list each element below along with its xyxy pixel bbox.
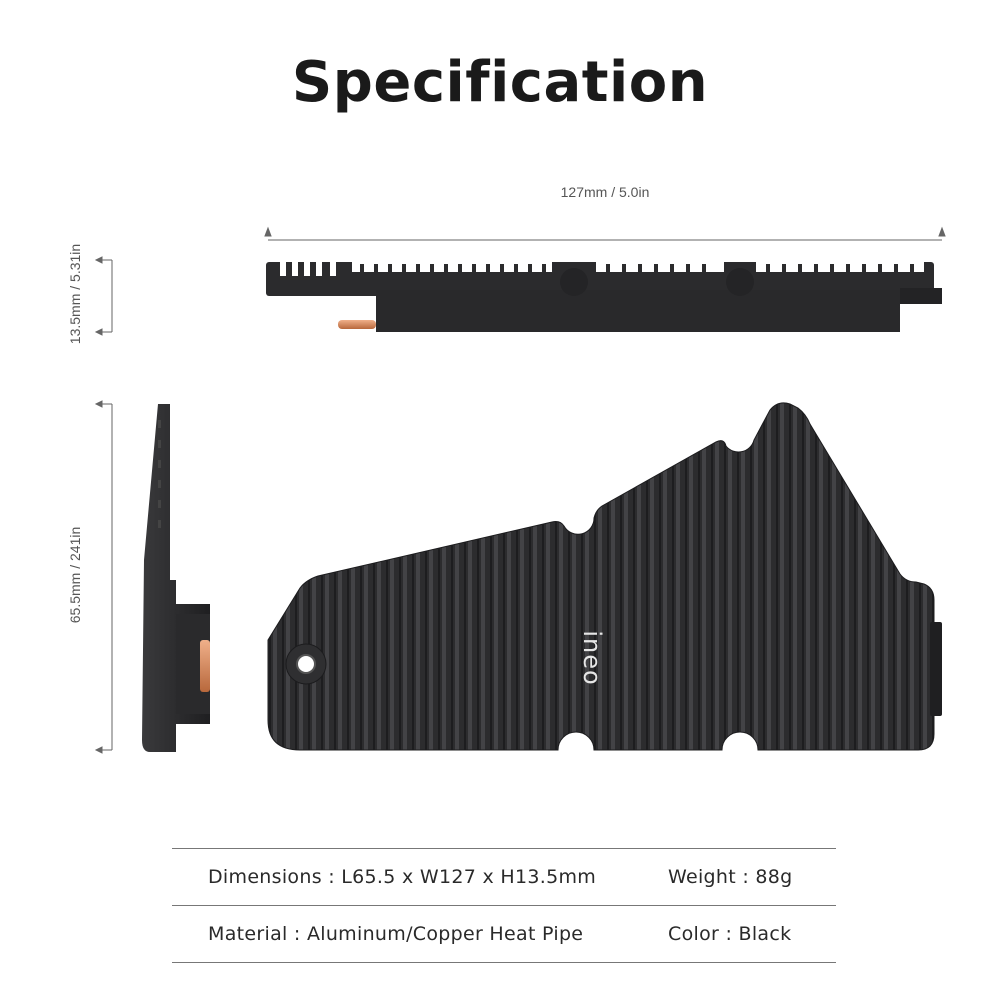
heatsink-edge-profile xyxy=(142,404,210,752)
dimensions-spec: Dimensions : L65.5 x W127 x H13.5mm xyxy=(208,866,597,888)
weight-spec: Weight : 88g xyxy=(668,866,793,888)
width-dimension-line xyxy=(264,226,946,241)
spec-row: Dimensions : L65.5 x W127 x H13.5mm Weig… xyxy=(172,848,836,905)
page-title: Specification xyxy=(291,50,709,115)
connector-tab xyxy=(930,622,942,716)
heat-pipe-end xyxy=(338,320,376,329)
brand-logo: ineo xyxy=(578,630,606,685)
color-spec: Color : Black xyxy=(668,923,792,945)
heat-pipe-side xyxy=(200,640,210,692)
length-dimension-line xyxy=(94,400,113,754)
spec-row: Material : Aluminum/Copper Heat Pipe Col… xyxy=(172,905,836,963)
mounting-hole-icon xyxy=(296,654,316,674)
width-dimension-label: 127mm / 5.0in xyxy=(560,184,650,200)
spec-table: Dimensions : L65.5 x W127 x H13.5mm Weig… xyxy=(172,848,836,963)
material-spec: Material : Aluminum/Copper Heat Pipe xyxy=(208,923,584,945)
heatsink-side-profile xyxy=(266,262,942,332)
height-dimension-line xyxy=(94,256,113,336)
heatsink-face: ineo xyxy=(267,402,942,751)
